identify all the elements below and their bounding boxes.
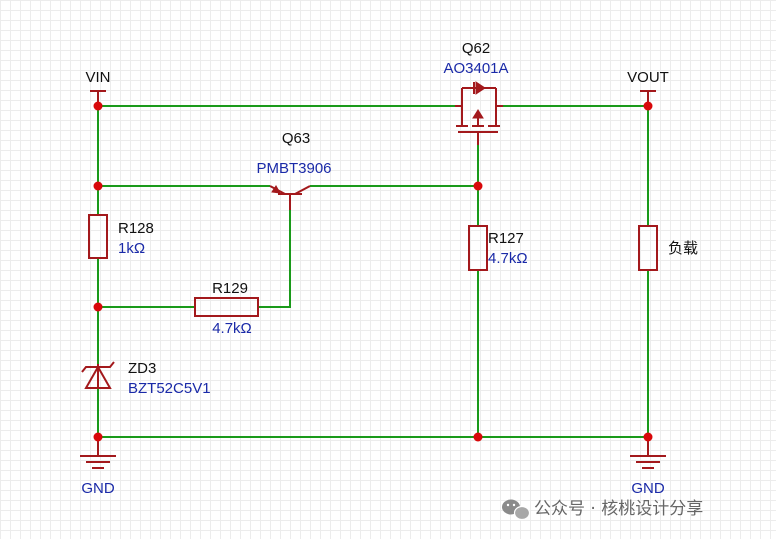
gnd-symbol-left (80, 437, 116, 469)
net-label-gnd-left: GND (81, 480, 115, 497)
r128-value-label: 1kΩ (118, 240, 145, 257)
resistor-r129-symbol (194, 297, 259, 317)
junction-vin (93, 101, 103, 111)
wire-r129-to-base (258, 210, 291, 308)
pnp-transistor-q63-symbol (269, 185, 311, 210)
r128-ref-label: R128 (118, 220, 154, 237)
junction-gnd-left (93, 432, 103, 442)
pmos-transistor-q62-symbol (455, 81, 503, 145)
q62-ref-label: Q62 (462, 40, 490, 57)
watermark: 公众号 · 核桃设计分享 (502, 499, 703, 521)
load-resistor-symbol (638, 225, 658, 271)
q63-value-label: PMBT3906 (256, 160, 331, 177)
r129-value-label: 4.7kΩ (212, 320, 252, 337)
gnd-symbol-right (630, 437, 666, 469)
junction-gate-node (473, 181, 483, 191)
r127-value-label: 4.7kΩ (488, 250, 528, 267)
junction-dots (93, 101, 653, 442)
junction-vout (643, 101, 653, 111)
junction-gnd-right (643, 432, 653, 442)
wires (97, 105, 649, 438)
net-label-vin: VIN (85, 69, 110, 86)
junction-emitter-node (93, 181, 103, 191)
junction-base-divider (93, 302, 103, 312)
zener-diode-zd3-symbol (81, 361, 115, 389)
r127-ref-label: R127 (488, 230, 524, 247)
resistor-r128-symbol (88, 214, 108, 259)
zd3-ref-label: ZD3 (128, 360, 156, 377)
zd3-value-label: BZT52C5V1 (128, 380, 211, 397)
q63-ref-label: Q63 (282, 130, 310, 147)
q62-value-label: AO3401A (443, 60, 508, 77)
load-label: 负载 (668, 239, 698, 257)
r129-ref-label: R129 (212, 280, 248, 297)
net-label-vout: VOUT (627, 69, 669, 86)
wechat-icon (502, 499, 531, 521)
junction-gnd-mid (473, 432, 483, 442)
watermark-text: 公众号 · 核桃设计分享 (534, 499, 703, 519)
net-label-gnd-right: GND (631, 480, 665, 497)
resistor-r127-symbol (468, 225, 488, 271)
